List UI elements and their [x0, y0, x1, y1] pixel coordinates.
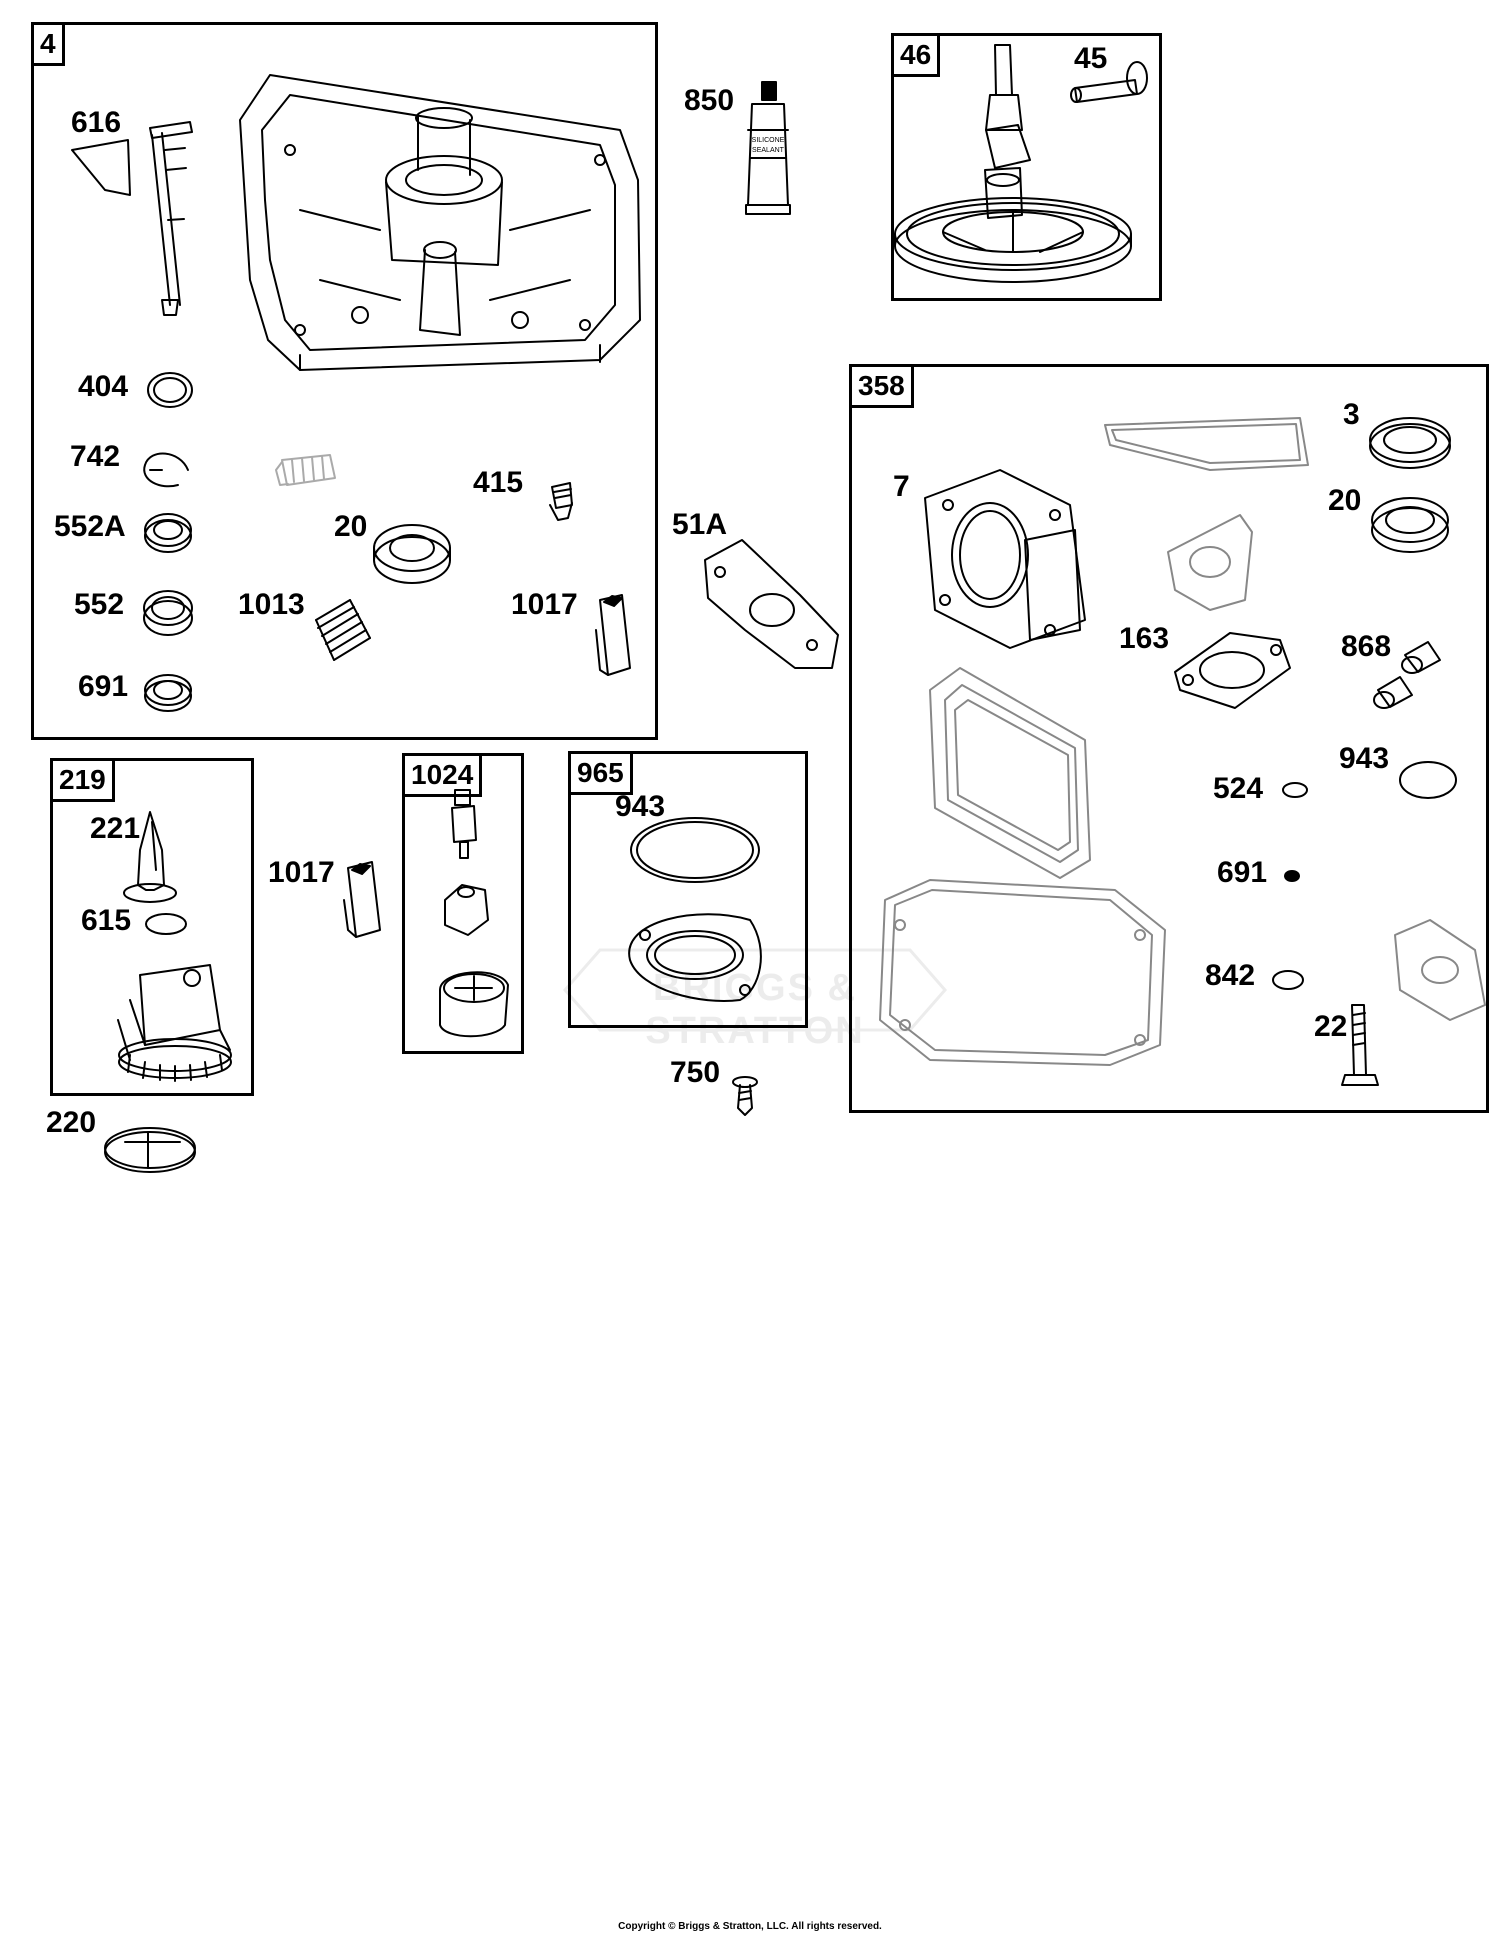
crankcase-gasket-part — [880, 880, 1165, 1065]
o-ring-943b-part — [1400, 762, 1456, 798]
label-415: 415 — [473, 466, 524, 499]
pin-45-part — [1071, 62, 1147, 102]
label-850: 850 — [684, 84, 735, 117]
label-45: 45 — [1074, 42, 1108, 75]
label-616: 616 — [71, 106, 122, 139]
o-ring-943-part — [631, 818, 759, 882]
seal-691-part — [145, 675, 191, 711]
cap-868-part — [1374, 642, 1440, 708]
sealant-tube-part — [746, 82, 790, 214]
seal-20b-part — [1372, 498, 1448, 552]
box-219-tag: 219 — [50, 758, 115, 802]
label-742: 742 — [70, 440, 121, 473]
bracket-1017b-part — [344, 862, 380, 937]
head-gasket-7-part — [925, 470, 1085, 648]
o-ring-404-part — [148, 373, 192, 407]
gasket-51A-part — [705, 540, 838, 668]
seal-3-part — [1370, 418, 1450, 468]
copyright-notice: Copyright © Briggs & Stratton, LLC. All … — [618, 1921, 882, 1932]
label-163: 163 — [1119, 622, 1170, 655]
label-691b: 691 — [1217, 856, 1268, 889]
pump-gear-assembly-part — [118, 965, 231, 1081]
box-4: 4 — [31, 22, 658, 740]
bolt-22-part — [1342, 1005, 1378, 1085]
governor-shaft-part — [72, 122, 192, 315]
box-219: 219 — [50, 758, 254, 1096]
label-1017a: 1017 — [511, 588, 578, 621]
tube-text-line2: SEALANT — [752, 147, 785, 154]
spring-1013-part — [316, 600, 370, 660]
label-1017b: 1017 — [268, 856, 335, 889]
label-552A: 552A — [54, 510, 126, 543]
screw-750-part — [733, 1077, 757, 1115]
cylinder-gasket-part — [930, 668, 1090, 878]
label-7: 7 — [893, 470, 910, 503]
bearing-552-part — [144, 591, 192, 635]
label-524: 524 — [1213, 772, 1264, 805]
ring-842-part — [1273, 971, 1303, 989]
box-46: 46 — [891, 33, 1162, 301]
ring-615-part — [146, 914, 186, 934]
camshaft-part — [895, 45, 1131, 282]
box-965-tag: 965 — [568, 751, 633, 795]
tube-text-line1: SILICONE — [752, 137, 785, 144]
crankcase-part — [240, 75, 640, 370]
label-750: 750 — [670, 1056, 721, 1089]
valve-cover-gasket-part — [1105, 418, 1308, 470]
label-404: 404 — [78, 370, 129, 403]
pump-rotor-part — [440, 790, 508, 1036]
label-943b: 943 — [615, 790, 666, 823]
label-51A: 51A — [672, 508, 728, 541]
label-20b: 20 — [1328, 484, 1362, 517]
e-clip-742-part — [144, 454, 188, 487]
pump-cover-plate-part — [629, 914, 761, 1001]
label-3: 3 — [1343, 398, 1360, 431]
oil-seal-20-part — [374, 525, 450, 583]
box-965: 965 — [568, 751, 808, 1028]
label-615: 615 — [81, 904, 132, 937]
pump-gear-221-part — [124, 812, 176, 902]
label-691a: 691 — [78, 670, 129, 703]
label-943a: 943 — [1339, 742, 1390, 775]
plug-415-part — [550, 483, 572, 520]
label-842: 842 — [1205, 959, 1256, 992]
gasket-163-part — [1175, 633, 1290, 708]
bracket-1017-part — [596, 595, 630, 675]
box-4-tag: 4 — [31, 22, 65, 66]
label-220: 220 — [46, 1106, 97, 1139]
seal-691b-part — [1285, 871, 1299, 881]
breather-gasket-part — [1395, 920, 1485, 1020]
ring-524-part — [1283, 783, 1307, 797]
label-221: 221 — [90, 812, 141, 845]
box-358-tag: 358 — [849, 364, 914, 408]
label-1013: 1013 — [238, 588, 305, 621]
label-552: 552 — [74, 588, 125, 621]
label-868: 868 — [1341, 630, 1392, 663]
pump-cover-220-part — [105, 1128, 195, 1172]
gasket-part — [1168, 515, 1252, 610]
plug-part — [276, 455, 335, 485]
seal-552A-part — [145, 514, 191, 552]
box-46-tag: 46 — [891, 33, 941, 77]
label-22: 22 — [1314, 1010, 1348, 1043]
box-358: 358 — [849, 364, 1489, 1113]
label-20a: 20 — [334, 510, 368, 543]
